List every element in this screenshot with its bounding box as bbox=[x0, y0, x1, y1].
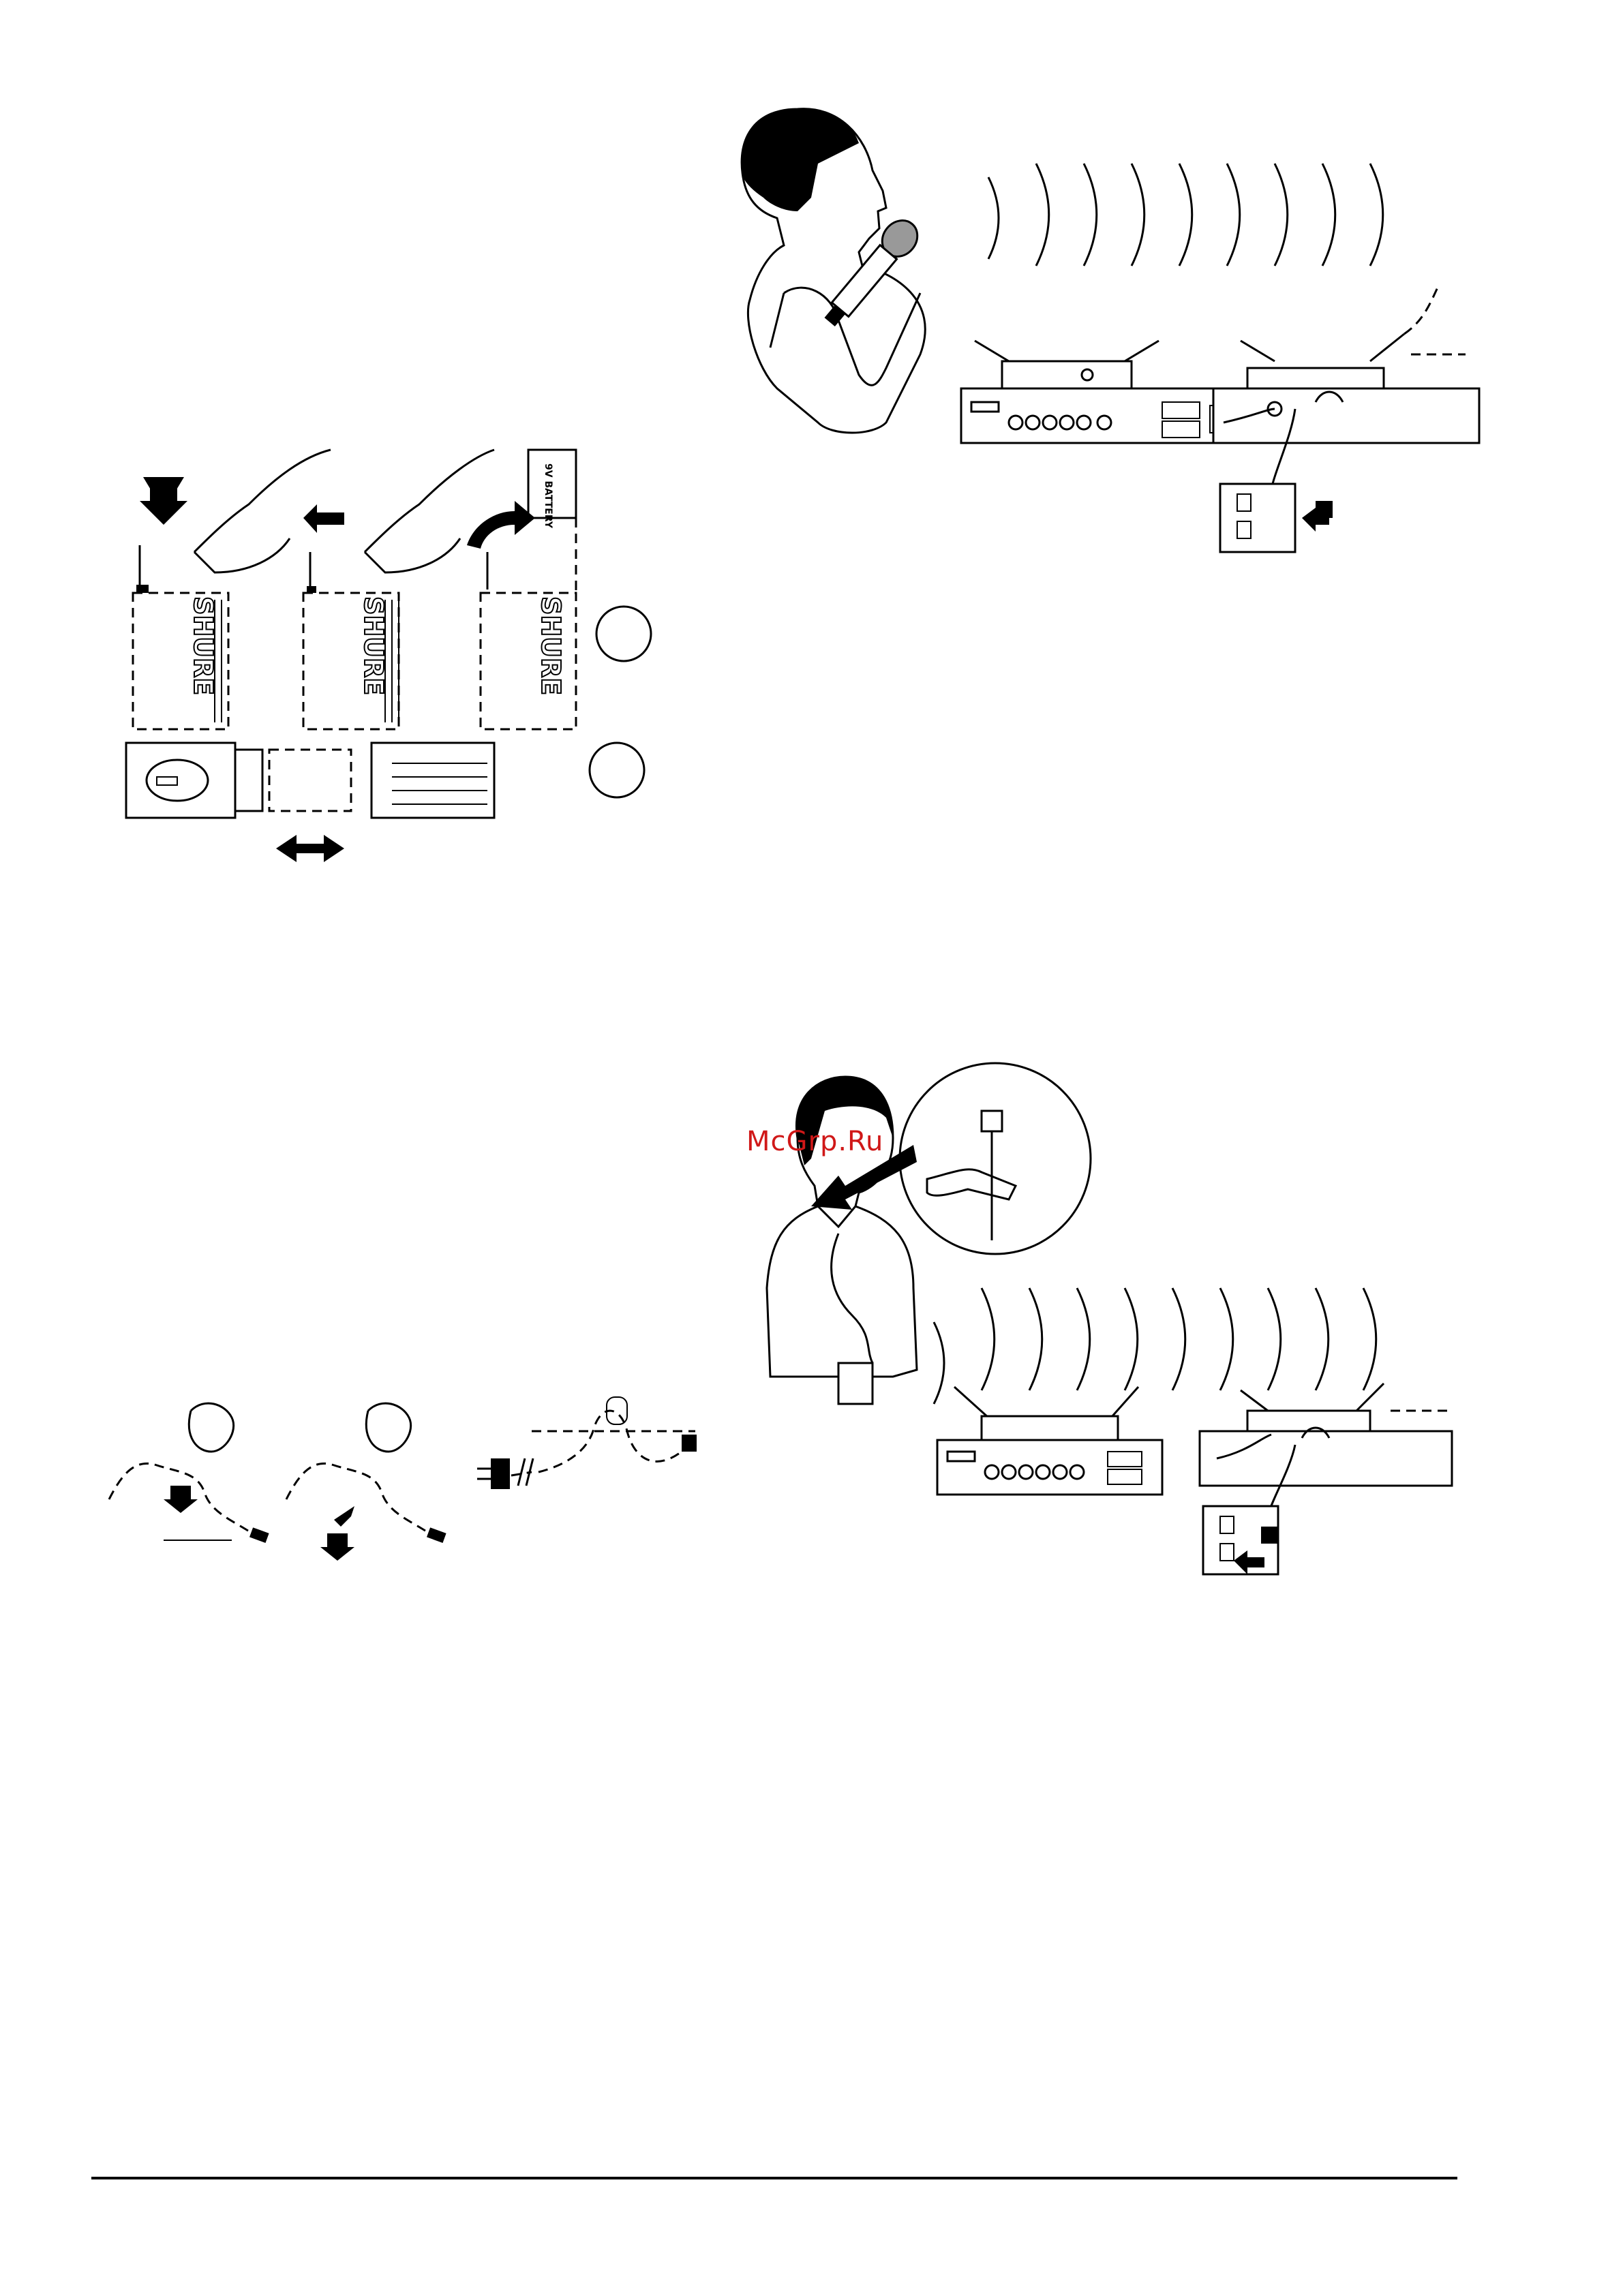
step-2-slide-door: SHURE bbox=[303, 450, 494, 729]
bodypack bbox=[838, 1363, 873, 1404]
svg-text:SHURE: SHURE bbox=[536, 596, 566, 695]
indicator-circle-1 bbox=[596, 607, 651, 661]
battery-installation-illustration: SHURE SHURE 9V BATTERY SHURE bbox=[112, 436, 658, 859]
receiver-front-view bbox=[937, 1387, 1162, 1495]
indicator-circle-2 bbox=[590, 743, 644, 797]
footer-rule bbox=[91, 2177, 1457, 2179]
cable-handling-illustration bbox=[95, 1390, 736, 1595]
receiver-rear-view bbox=[1200, 1383, 1452, 1520]
svg-text:SHURE: SHURE bbox=[188, 596, 218, 695]
wall-outlet bbox=[1203, 1506, 1278, 1574]
receiver-front-view bbox=[961, 341, 1241, 443]
handheld-microphone bbox=[817, 213, 925, 333]
watermark-text: McGrp.Ru bbox=[746, 1126, 883, 1157]
step-b bbox=[286, 1403, 446, 1561]
mic-cable bbox=[832, 1234, 873, 1363]
handheld-setup-illustration bbox=[716, 95, 1466, 559]
step-a bbox=[109, 1403, 269, 1543]
rf-waves bbox=[934, 1288, 1376, 1404]
shure-logo: SHURE bbox=[188, 596, 218, 695]
step-1-press-latch: SHURE bbox=[133, 450, 331, 729]
svg-text:9V BATTERY: 9V BATTERY bbox=[543, 463, 553, 529]
rf-waves bbox=[988, 164, 1383, 266]
hair bbox=[742, 109, 859, 211]
step-c bbox=[477, 1397, 697, 1489]
wall-outlet bbox=[1220, 484, 1333, 552]
svg-text:SHURE: SHURE bbox=[359, 596, 389, 695]
step-3-insert-battery: 9V BATTERY SHURE bbox=[467, 450, 651, 729]
bodypack-open-view bbox=[126, 743, 644, 862]
receiver-rear-view bbox=[1213, 286, 1479, 506]
presenter-figure bbox=[767, 1077, 917, 1377]
